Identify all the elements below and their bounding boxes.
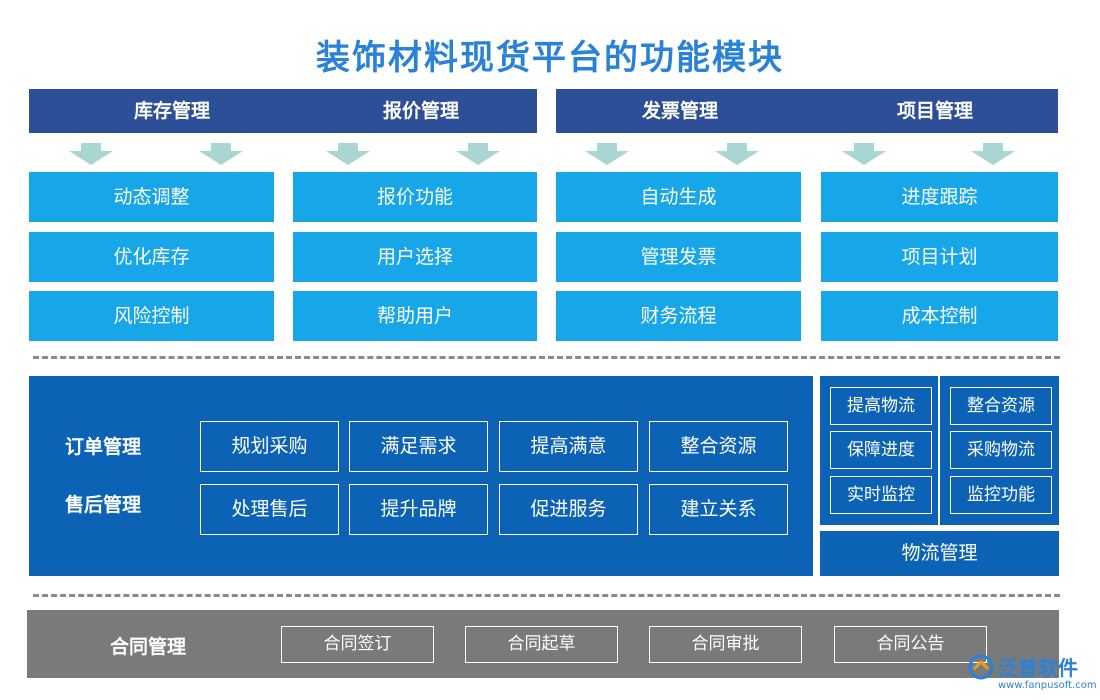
after-sales-item: 提升品牌 (349, 484, 488, 535)
down-arrow-icon (715, 143, 759, 165)
dashed-divider (33, 594, 1060, 597)
logistics-management-label: 物流管理 (820, 531, 1059, 576)
module-item: 成本控制 (821, 291, 1058, 341)
contract-management-label: 合同管理 (110, 636, 187, 658)
dashed-divider (33, 356, 1060, 359)
logistics-panel-right: 整合资源 采购物流 监控功能 (940, 376, 1059, 525)
down-arrow-icon (199, 143, 243, 165)
logistics-item: 采购物流 (950, 431, 1052, 469)
order-item: 满足需求 (349, 421, 488, 472)
module-item: 帮助用户 (293, 291, 537, 341)
down-arrow-icon (69, 143, 113, 165)
module-item: 进度跟踪 (821, 172, 1058, 222)
logistics-item: 实时监控 (830, 476, 932, 514)
brand-name: 泛普软件 (998, 656, 1078, 680)
contract-item: 合同签订 (281, 626, 434, 663)
after-sales-item: 促进服务 (499, 484, 638, 535)
logistics-item: 保障进度 (830, 431, 932, 469)
brand-logo: 泛普软件 (968, 652, 1078, 681)
contract-item: 合同审批 (649, 626, 802, 663)
down-arrow-icon (326, 143, 370, 165)
logistics-panel-left: 提高物流 保障进度 实时监控 (820, 376, 938, 525)
order-item: 提高满意 (499, 421, 638, 472)
module-item: 动态调整 (29, 172, 274, 222)
after-sales-item: 处理售后 (200, 484, 339, 535)
page-title: 装饰材料现货平台的功能模块 (316, 38, 784, 78)
order-management-label: 订单管理 (65, 436, 142, 458)
logistics-item: 整合资源 (950, 387, 1052, 425)
contract-item: 合同公告 (834, 626, 987, 663)
header-bar-right: 发票管理 项目管理 (556, 89, 1058, 133)
down-arrow-icon (585, 143, 629, 165)
module-item: 优化库存 (29, 232, 274, 282)
down-arrow-icon (456, 143, 500, 165)
module-item: 项目计划 (821, 232, 1058, 282)
module-item: 报价功能 (293, 172, 537, 222)
brand-url: www.fanpusoft.com (998, 680, 1097, 691)
module-item: 财务流程 (556, 291, 801, 341)
contract-panel (27, 610, 1059, 678)
after-sales-label: 售后管理 (65, 494, 142, 516)
module-item: 管理发票 (556, 232, 801, 282)
module-header-inventory: 库存管理 (133, 100, 210, 122)
order-panel: 订单管理 售后管理 规划采购 满足需求 提高满意 整合资源 处理售后 提升品牌 … (29, 376, 813, 576)
logistics-item: 提高物流 (830, 387, 932, 425)
module-header-quotation: 报价管理 (382, 100, 459, 122)
module-item: 用户选择 (293, 232, 537, 282)
fanpu-logo-icon (968, 654, 994, 679)
down-arrow-icon (842, 143, 886, 165)
contract-item: 合同起草 (465, 626, 618, 663)
module-item: 风险控制 (29, 291, 274, 341)
header-bar-left: 库存管理 报价管理 (29, 89, 537, 133)
logistics-item: 监控功能 (950, 476, 1052, 514)
module-item: 自动生成 (556, 172, 801, 222)
order-item: 整合资源 (649, 421, 788, 472)
module-header-invoice: 发票管理 (641, 100, 718, 122)
order-item: 规划采购 (200, 421, 339, 472)
down-arrow-icon (971, 143, 1015, 165)
module-header-project: 项目管理 (896, 100, 973, 122)
after-sales-item: 建立关系 (649, 484, 788, 535)
